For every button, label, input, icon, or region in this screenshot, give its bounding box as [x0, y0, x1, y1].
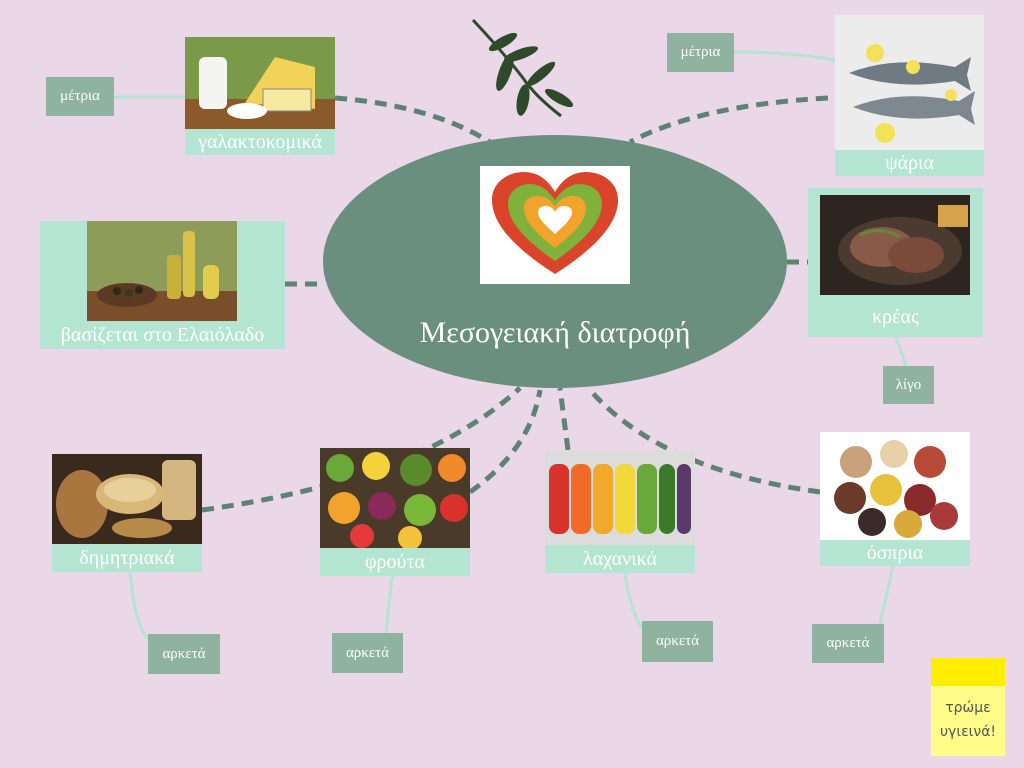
- dairy-label: γαλακτοκομικά: [185, 129, 335, 155]
- tag-link-fruits: [384, 575, 394, 634]
- olive-oil-image: [87, 221, 237, 321]
- cereals-label: δημητριακά: [52, 544, 202, 572]
- sticky-note-band: [931, 658, 1005, 686]
- fruits-label: φρούτα: [320, 548, 470, 576]
- cereals-amount-tag[interactable]: αρκετά: [148, 634, 220, 674]
- sticky-note[interactable]: τρώμε υγιεινά!: [931, 658, 1005, 756]
- olive-branch-icon: [471, 18, 574, 118]
- tag-link-fish: [733, 50, 836, 62]
- vegetables-label: λαχανικά: [545, 545, 695, 573]
- central-topic-title: Μεσογειακή διατροφή: [419, 316, 691, 349]
- fruits-image: [320, 448, 470, 548]
- fish-label: ψάρια: [835, 150, 984, 176]
- vegetables-image: [545, 450, 695, 545]
- legumes-amount-tag[interactable]: αρκετά: [812, 624, 884, 663]
- fruits-amount-tag[interactable]: αρκετά: [332, 633, 403, 673]
- link-dairy: [334, 95, 492, 145]
- olive-oil-label: βασίζεται στο Ελαιόλαδο: [40, 321, 285, 349]
- heart-vegetables-image: [480, 166, 630, 284]
- fish-image: [835, 15, 984, 150]
- meat-amount-tag[interactable]: λίγο: [883, 366, 934, 404]
- legumes-label: όσπρια: [820, 540, 970, 566]
- tag-link-meat: [894, 336, 908, 367]
- link-fish: [628, 95, 829, 145]
- tag-link-cereals: [128, 571, 151, 642]
- dairy-image: [185, 37, 335, 129]
- fish-amount-tag[interactable]: μέτρια: [667, 33, 734, 72]
- link-cereals: [201, 386, 522, 513]
- vegetables-amount-tag[interactable]: αρκετά: [642, 621, 713, 662]
- link-fruits: [468, 389, 543, 495]
- cereals-image: [52, 454, 202, 544]
- meat-image: [820, 195, 970, 295]
- tag-link-legumes: [878, 565, 895, 625]
- meat-label: κρέας: [808, 302, 983, 332]
- link-vegetables: [557, 387, 571, 451]
- dairy-amount-tag[interactable]: μέτρια: [46, 77, 114, 116]
- legumes-image: [820, 432, 970, 540]
- sticky-note-line1: τρώμε: [945, 700, 991, 716]
- sticky-note-line2: υγιεινά!: [939, 724, 997, 740]
